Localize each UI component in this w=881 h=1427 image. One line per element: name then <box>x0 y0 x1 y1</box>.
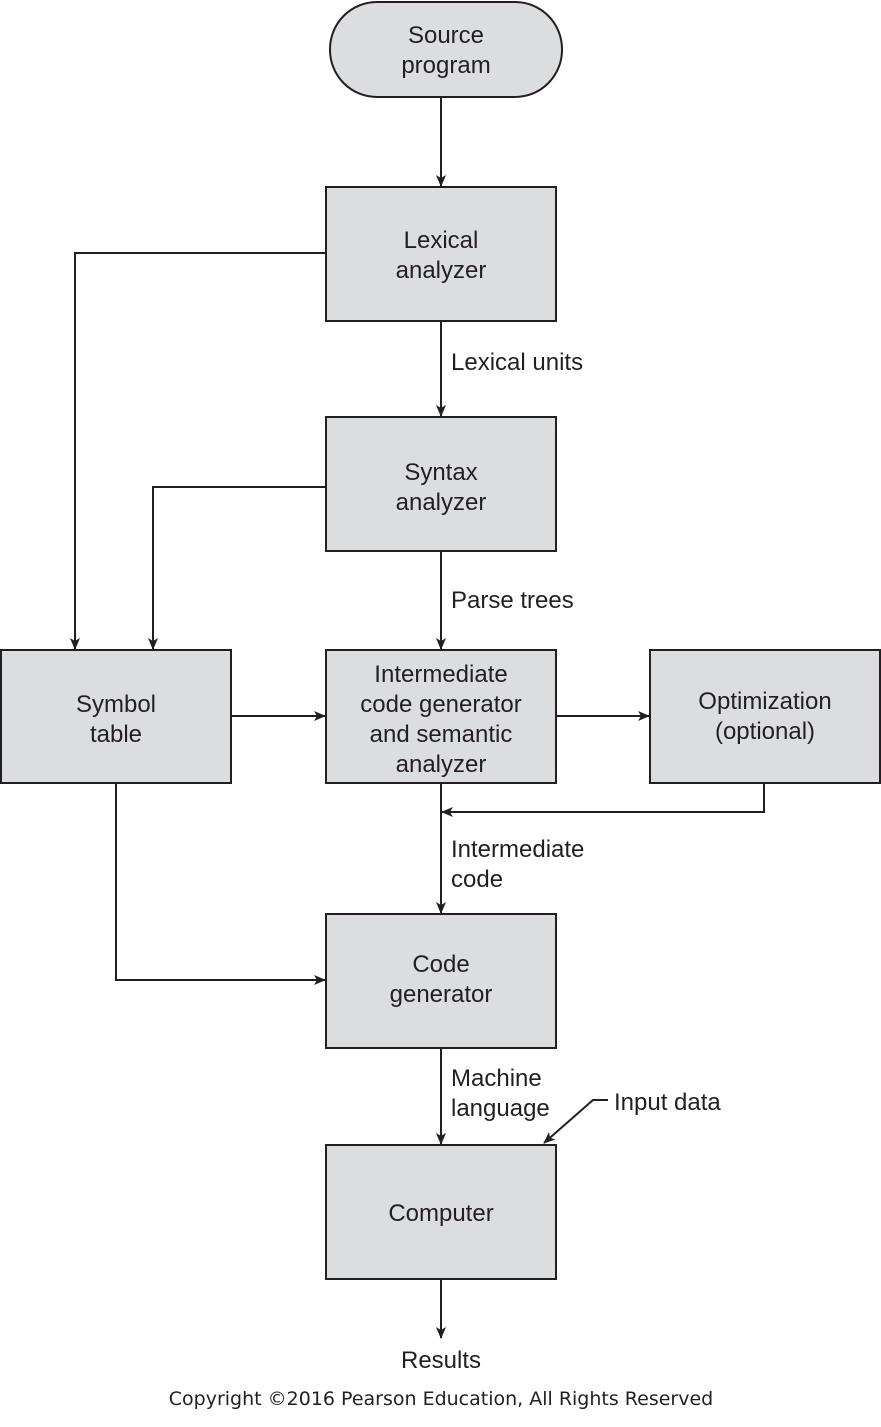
label-input-data: Input data <box>614 1089 721 1116</box>
node-label: Syntax <box>404 459 477 486</box>
label-lexical-units: Lexical units <box>451 349 583 376</box>
label-machine-language-2: language <box>451 1095 550 1122</box>
node-label: analyzer <box>396 489 487 516</box>
label-intermediate-code-2: code <box>451 866 503 893</box>
arrow-syntax-to-symbol <box>148 486 326 650</box>
node-label: analyzer <box>396 257 487 284</box>
label-machine-language-1: Machine <box>451 1065 542 1092</box>
node-label: and semantic <box>370 721 513 748</box>
arrow-optimization-return <box>441 783 765 817</box>
arrow-lexical-to-symbol <box>70 252 326 650</box>
node-label: Lexical <box>404 227 479 254</box>
copyright-notice: Copyright ©2016 Pearson Education, All R… <box>169 1388 713 1410</box>
node-label: Code <box>412 951 469 978</box>
node-symbol-table: Symbol table <box>0 649 232 784</box>
node-label: analyzer <box>396 751 487 778</box>
label-intermediate-code-1: Intermediate <box>451 836 584 863</box>
node-label: Computer <box>388 1200 493 1227</box>
label-parse-trees: Parse trees <box>451 587 574 614</box>
node-optimization: Optimization (optional) <box>649 649 881 784</box>
arrow-input-data <box>543 1099 608 1144</box>
node-label: program <box>401 52 490 79</box>
node-label: (optional) <box>715 718 815 745</box>
node-intermediate-code-generator: Intermediate code generator and semantic… <box>325 649 557 784</box>
node-lexical-analyzer: Lexical analyzer <box>325 186 557 322</box>
node-label: Source <box>408 22 484 49</box>
node-source-program: Source program <box>329 1 563 98</box>
node-code-generator: Code generator <box>325 913 557 1049</box>
node-syntax-analyzer: Syntax analyzer <box>325 416 557 552</box>
arrow-symbol-to-codegen <box>115 783 326 985</box>
node-label: Intermediate <box>374 661 507 688</box>
node-computer: Computer <box>325 1144 557 1280</box>
label-results: Results <box>401 1347 481 1374</box>
node-label: Symbol <box>76 691 156 718</box>
node-label: generator <box>390 981 493 1008</box>
node-label: Optimization <box>698 688 831 715</box>
node-label: code generator <box>360 691 521 718</box>
connectors <box>70 97 765 1339</box>
node-label: table <box>90 721 142 748</box>
